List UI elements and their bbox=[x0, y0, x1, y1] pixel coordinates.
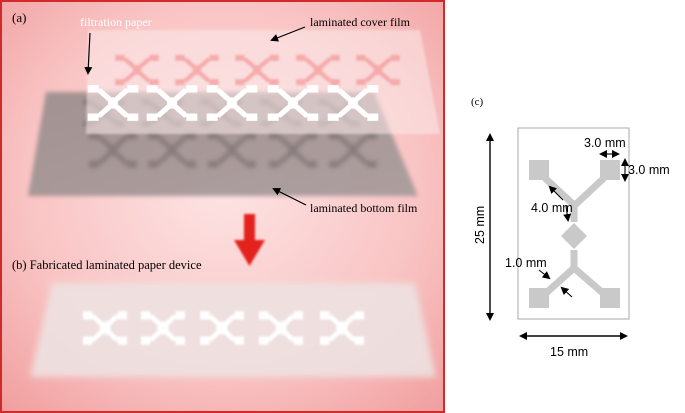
dim-pad-height: 3.0 mm bbox=[628, 163, 670, 177]
pad-bottom-right bbox=[600, 288, 620, 308]
dim-channel-length: 4.0 mm bbox=[531, 201, 573, 215]
dim-channel-width-arrow-in bbox=[538, 269, 551, 280]
filtration-paper-label: filtration paper bbox=[80, 15, 152, 29]
panel-c-label: (c) bbox=[471, 96, 484, 108]
cover-film-arrow bbox=[270, 26, 306, 42]
pad-bottom-left bbox=[529, 288, 549, 308]
filtration-paper-arrow bbox=[84, 32, 93, 75]
central-detection-zone bbox=[561, 223, 587, 249]
laminated-cover-film bbox=[86, 30, 440, 134]
bottom-film-label: laminated bottom film bbox=[310, 201, 418, 215]
process-arrow bbox=[234, 214, 265, 266]
dim-channel-length-arrow-down bbox=[563, 205, 572, 222]
dim-channel-width: 1.0 mm bbox=[505, 256, 547, 270]
fabricated-device bbox=[30, 283, 436, 377]
dim-pad-width: 3.0 mm bbox=[584, 136, 626, 150]
panel-ab: (a) bbox=[0, 0, 445, 413]
pad-top-right bbox=[600, 160, 620, 180]
dim-channel-length-arrow-up bbox=[548, 185, 564, 201]
panel-c: (c) 3.0 mm 3.0 mm 4.0 mm bbox=[471, 96, 670, 359]
bottom-film-arrow bbox=[272, 188, 307, 206]
panel-a-label: (a) bbox=[12, 10, 26, 25]
dim-device-height: 25 mm bbox=[473, 206, 487, 244]
channel-top-right bbox=[572, 175, 607, 208]
dim-device-width: 15 mm bbox=[550, 345, 588, 359]
cover-film-label: laminated cover film bbox=[310, 15, 411, 29]
channel-bottom-right bbox=[571, 265, 607, 297]
pad-top-left bbox=[529, 160, 549, 180]
dim-channel-width-arrow-out bbox=[560, 286, 573, 298]
panel-b-label: (b) Fabricated laminated paper device bbox=[12, 258, 202, 272]
